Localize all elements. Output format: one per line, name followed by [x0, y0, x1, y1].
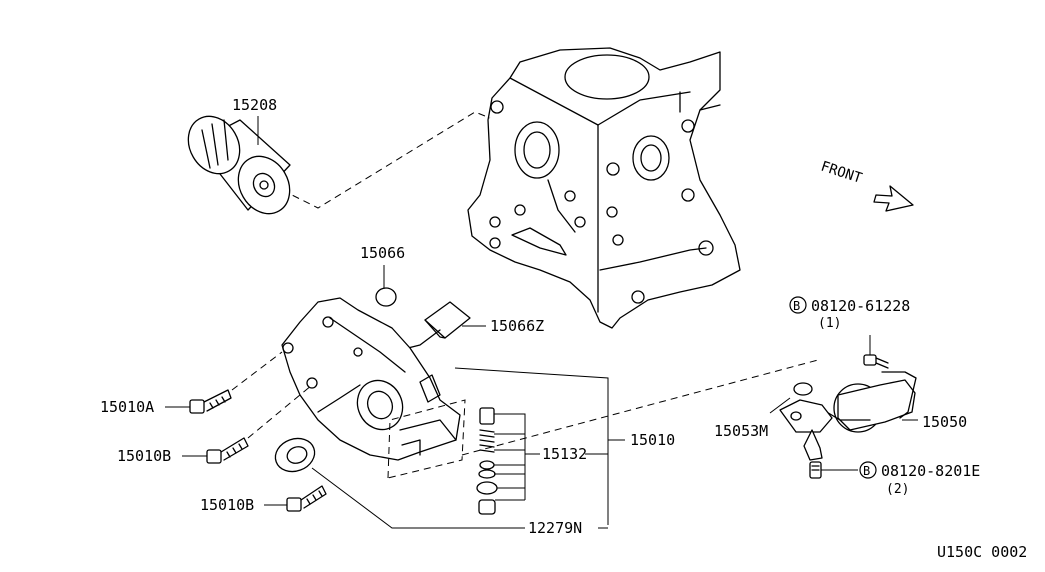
- strainer-gasket-ring: [793, 382, 813, 396]
- bolt-upper-marker: [789, 296, 807, 314]
- pressure-sensor: [407, 301, 471, 349]
- label-oil-seal: 12279N: [528, 519, 582, 537]
- filter-mount-leader: [281, 111, 491, 209]
- bolt-lower-marker: [859, 461, 877, 479]
- label-bolt-lower-qty: (2): [886, 482, 909, 497]
- relief-valve-set: [476, 407, 498, 515]
- oil-filter: [187, 115, 291, 215]
- label-relief-set: 15132: [542, 445, 587, 463]
- oil-seal: [274, 437, 316, 473]
- bolt-15010a: [189, 389, 232, 414]
- relief-bore-outline: [387, 399, 466, 479]
- bolt-08120-61228: [863, 354, 889, 369]
- relief-set-bracket: [494, 413, 540, 501]
- label-bolt-a: 15010A: [100, 398, 154, 416]
- bolt-15010b-upper: [206, 437, 249, 464]
- marker-lower: B: [863, 464, 870, 478]
- engine-block: [467, 47, 741, 329]
- bolt-08120-8201e: [809, 461, 822, 479]
- label-oil-pump: 15010: [630, 431, 675, 449]
- label-sensor: 15066Z: [490, 317, 544, 335]
- label-strainer: 15050: [922, 413, 967, 431]
- bolt-15010b-lower: [286, 485, 327, 512]
- strainer-leader: [461, 359, 819, 456]
- front-label: FRONT: [819, 159, 865, 187]
- front-arrow-icon: [873, 185, 914, 212]
- pump-bracket: [454, 367, 625, 525]
- marker-upper: B: [793, 299, 800, 313]
- seal-cap: [375, 287, 397, 307]
- label-gasket: 15053M: [714, 422, 768, 440]
- oil-pump: [281, 297, 461, 461]
- label-oil-filter: 15208: [232, 96, 277, 114]
- label-bolt-lower: 08120-8201E: [881, 462, 980, 480]
- oil-strainer: [779, 371, 917, 461]
- label-bolt-b2: 15010B: [200, 496, 254, 514]
- label-seal-cap: 15066: [360, 244, 405, 262]
- label-bolt-b1: 15010B: [117, 447, 171, 465]
- diagram-code: U150C 0002: [937, 543, 1027, 561]
- label-bolt-upper-qty: (1): [818, 316, 841, 331]
- label-bolt-upper: 08120-61228: [811, 297, 910, 315]
